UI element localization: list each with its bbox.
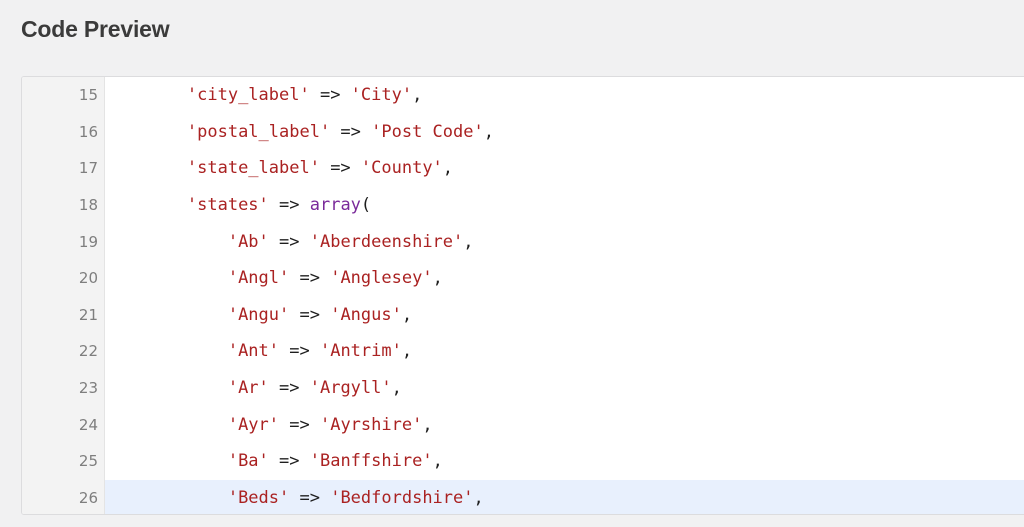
punctuation: , [473,487,484,508]
line-code: 'postal_label' => 'Post Code', [105,114,1024,151]
line-number: 23 [78,379,98,398]
string-value: 'Ayrshire' [319,414,423,435]
line-number: 26 [78,488,98,507]
arrow-operator: => [279,341,320,362]
punctuation: , [463,231,474,252]
arrow-operator: => [268,378,310,399]
line-number: 24 [78,415,98,434]
line-code: 'Ab' => 'Aberdeenshire', [105,223,1024,260]
line-code: 'city_label' => 'City', [105,77,1024,114]
line-number: 19 [78,232,98,251]
arrow-operator: => [268,231,310,252]
arrow-operator: => [309,85,351,106]
line-number: 25 [78,452,98,471]
indent [105,305,228,325]
string-key: 'Ant' [227,341,280,362]
line-code: 'Ayr' => 'Ayrshire', [105,406,1024,443]
indent [105,195,187,215]
punctuation: , [391,378,402,399]
indent [105,122,187,142]
indent [105,232,228,252]
string-key: 'Beds' [227,487,290,508]
string-value: 'Banffshire' [309,451,433,472]
code-line[interactable]: 26 'Beds' => 'Bedfordshire', [22,479,1024,514]
line-code: 'state_label' => 'County', [105,150,1024,187]
code-line[interactable]: 23 'Ar' => 'Argyll', [22,370,1024,407]
string-key: 'Ab' [227,231,269,252]
punctuation: ( [360,195,372,216]
line-number: 21 [78,305,98,324]
string-key: 'Ar' [227,378,269,399]
string-value: 'Anglesey' [330,268,433,289]
line-number-gutter [22,77,105,514]
code-line[interactable]: 20 'Angl' => 'Anglesey', [22,260,1024,297]
indent [105,488,228,508]
punctuation: , [401,304,413,325]
string-value: 'Argyll' [309,378,392,399]
arrow-operator: => [279,414,320,435]
string-key: 'state_label' [186,158,320,179]
line-number: 18 [78,196,98,215]
code-line[interactable]: 22 'Ant' => 'Antrim', [22,333,1024,370]
string-key: 'Ayr' [227,414,280,435]
code-line[interactable]: 21 'Angu' => 'Angus', [22,297,1024,334]
string-key: 'states' [186,195,269,216]
string-value: 'Post Code' [371,121,484,142]
code-line[interactable]: 17 'state_label' => 'County', [22,150,1024,187]
line-code: 'Angu' => 'Angus', [105,297,1024,334]
punctuation: , [483,121,494,142]
punctuation: , [422,414,433,435]
string-value: 'County' [360,158,443,179]
code-line[interactable]: 19 'Ab' => 'Aberdeenshire', [22,223,1024,260]
code-line[interactable]: 15 'city_label' => 'City', [22,77,1024,114]
arrow-operator: => [289,487,331,508]
line-number: 22 [78,342,98,361]
arrow-operator: => [330,121,372,142]
string-key: 'city_label' [186,85,310,106]
indent [105,451,228,471]
punctuation: , [432,451,443,472]
punctuation: , [401,341,413,362]
indent [105,378,228,398]
indent [105,158,187,178]
code-line[interactable]: 24 'Ayr' => 'Ayrshire', [22,406,1024,443]
arrow-operator: => [268,195,310,216]
string-value: 'Aberdeenshire' [309,231,464,252]
line-number: 17 [78,159,98,178]
arrow-operator: => [268,451,310,472]
line-code: 'Ar' => 'Argyll', [105,370,1024,407]
string-value: 'Bedfordshire' [330,487,474,508]
code-line[interactable]: 25 'Ba' => 'Banffshire', [22,443,1024,480]
string-value: 'Angus' [330,304,402,325]
line-code: 'Ba' => 'Banffshire', [105,443,1024,480]
punctuation: , [442,158,454,179]
line-number: 16 [78,122,98,141]
string-key: 'Angu' [227,304,290,325]
string-key: 'postal_label' [186,121,331,142]
string-value: 'Antrim' [319,341,402,362]
line-code: 'Beds' => 'Bedfordshire', [105,479,1024,514]
code-line[interactable]: 16 'postal_label' => 'Post Code', [22,114,1024,151]
arrow-operator: => [289,304,331,325]
string-value: 'City' [350,85,413,106]
punctuation: , [432,268,443,289]
array-keyword: array [309,195,361,216]
indent [105,268,228,288]
line-code: 'states' => array( [105,187,1024,224]
line-code: 'Ant' => 'Antrim', [105,333,1024,370]
string-key: 'Ba' [227,451,269,472]
punctuation: , [412,85,423,106]
string-key: 'Angl' [227,268,290,289]
arrow-operator: => [289,268,331,289]
indent [105,341,228,361]
code-line[interactable]: 18 'states' => array( [22,187,1024,224]
code-preview-panel[interactable]: 15 'city_label' => 'City',16 'postal_lab… [21,76,1024,515]
line-code: 'Angl' => 'Anglesey', [105,260,1024,297]
line-number: 20 [78,269,98,288]
indent [105,85,187,105]
line-number: 15 [78,86,98,105]
indent [105,415,228,435]
page-title: Code Preview [21,16,170,42]
arrow-operator: => [319,158,361,179]
